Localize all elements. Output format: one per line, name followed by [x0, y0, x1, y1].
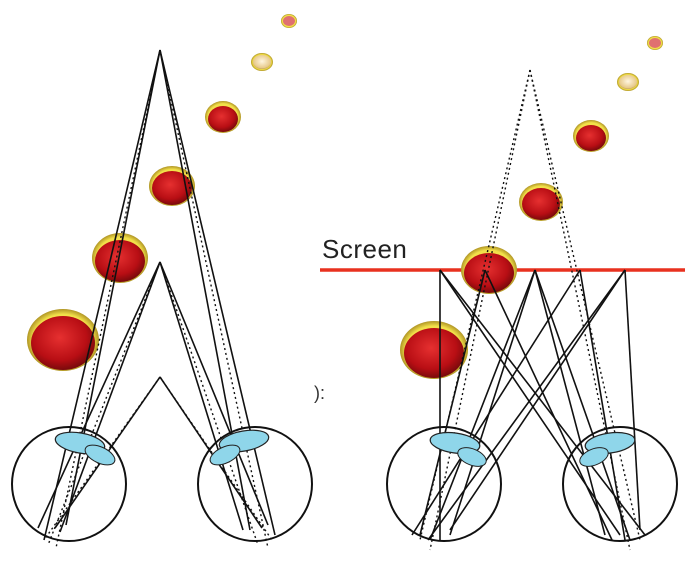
right-eye-r — [562, 426, 678, 542]
ball — [251, 53, 273, 71]
right-panel — [320, 36, 685, 551]
ball — [573, 120, 609, 152]
ball — [519, 183, 563, 221]
ball — [647, 36, 663, 50]
ball — [92, 233, 148, 283]
left-balls — [27, 14, 297, 371]
right-balls — [400, 36, 663, 379]
ball — [400, 321, 468, 379]
ball — [27, 309, 99, 371]
ball — [461, 246, 517, 294]
left-panel — [11, 14, 313, 549]
screen-label: Screen — [322, 234, 408, 264]
right-rays — [411, 269, 646, 541]
stray-label: ): — [314, 383, 325, 403]
ball — [281, 14, 297, 28]
right-rays-dotted — [419, 69, 641, 551]
left-eye-r — [197, 426, 313, 542]
ball — [617, 73, 639, 91]
ball — [205, 101, 241, 133]
right-eye-l — [386, 426, 502, 542]
left-eye-l — [11, 426, 127, 542]
